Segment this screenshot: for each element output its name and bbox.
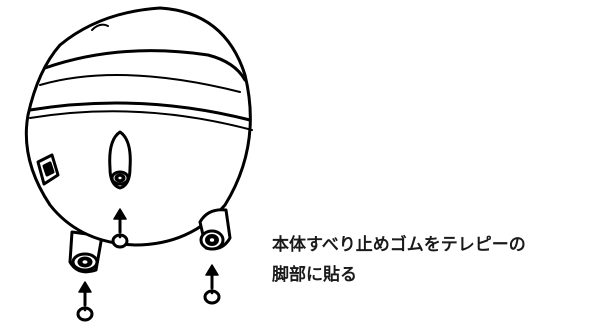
leg-center [108,130,132,190]
rubber-foot-pad-icon [76,306,94,322]
arrow-up-icon [78,281,92,307]
side-switch [36,153,60,186]
instruction-caption: 本体すべり止めゴムをテレピーの 脚部に貼る [272,230,602,290]
caption-line-2: 脚部に貼る [272,265,357,285]
arrow-up-icon [113,208,127,234]
arrow-up-icon [205,264,219,290]
leg-right [198,208,232,251]
rubber-foot-pad-icon [203,289,221,305]
leg-left [68,230,104,274]
caption-line-1: 本体すべり止めゴムをテレピーの [272,235,526,255]
rubber-foot-pad-icon [111,233,129,249]
